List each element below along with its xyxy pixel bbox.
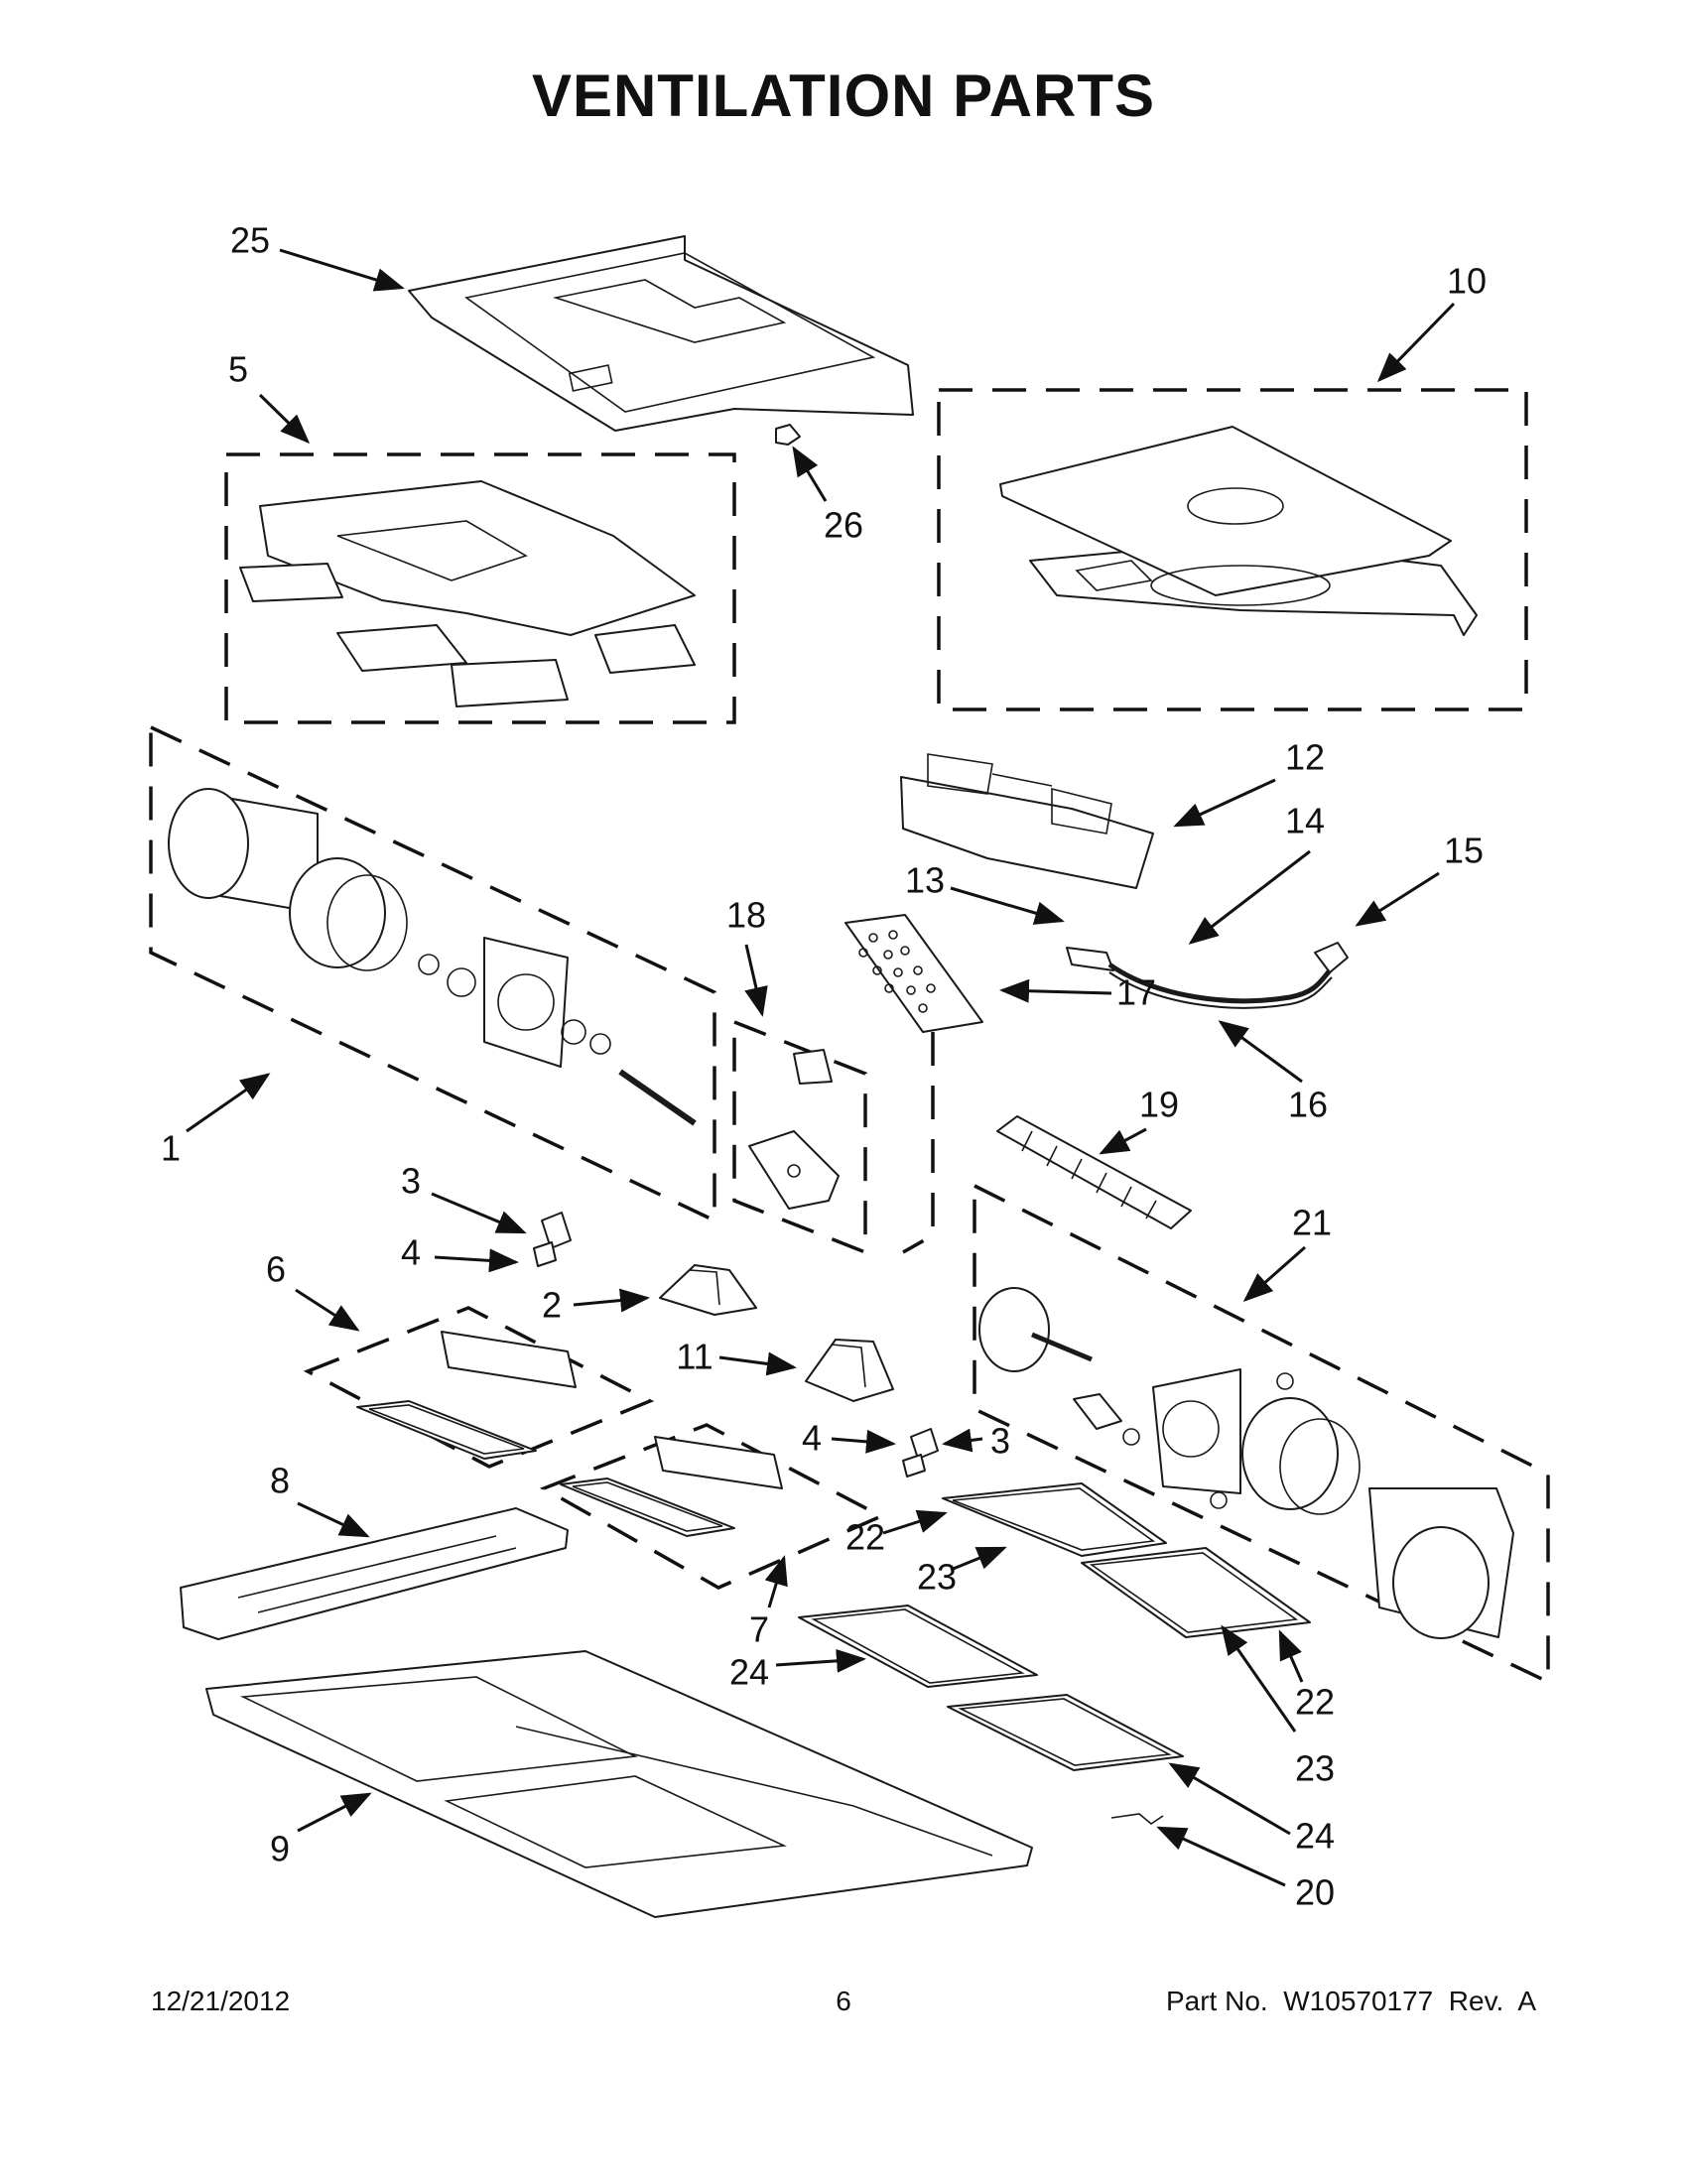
part-22-23-filter-lower [1081,1547,1311,1638]
callout-labels: 25 5 26 10 12 14 15 13 16 17 18 19 21 1 … [161,220,1487,1913]
group-10-outline [937,388,1528,711]
part-8-rail [180,1507,569,1640]
footer-date: 12/21/2012 [151,1986,291,2016]
callout-21: 21 [1292,1203,1332,1243]
callout-22-lower: 22 [1295,1682,1335,1723]
page-title: VENTILATION PARTS [531,63,1156,129]
group-21-outline [973,1183,1550,1685]
callout-4-left: 4 [401,1232,421,1273]
callout-24-lower: 24 [1295,1816,1335,1857]
part-26-clip [775,424,801,446]
callout-3-left: 3 [401,1161,421,1202]
group-7-outline [539,1423,886,1590]
callout-26: 26 [824,505,863,546]
callout-14: 14 [1285,801,1325,841]
part-25-top-plate [408,235,914,432]
callout-4-right: 4 [802,1418,822,1459]
part-20-clip [1110,1813,1164,1825]
callout-16: 16 [1288,1085,1328,1125]
callout-1: 1 [161,1128,181,1169]
callout-7: 7 [749,1609,769,1650]
group-19-bracket [902,1032,935,1254]
callout-22-upper: 22 [845,1517,885,1558]
part-22-23-filter-upper [942,1482,1167,1557]
callout-10: 10 [1447,261,1487,302]
part-3-4-roller-left [533,1212,572,1267]
callout-2: 2 [542,1285,562,1326]
part-21-motor-assembly [978,1287,1514,1639]
callout-8: 8 [270,1461,290,1501]
callout-11: 11 [676,1337,713,1377]
callout-18: 18 [726,895,766,936]
part-2-bracket [659,1264,757,1316]
part-7-filter-set [560,1436,783,1537]
callout-9: 9 [270,1829,290,1869]
callout-23-upper: 23 [917,1557,957,1598]
part-6-filter-set [356,1331,577,1460]
part-24-frame-lower [947,1694,1184,1771]
part-5-plate-and-pads [239,480,696,707]
part-11-bracket [805,1339,894,1402]
callout-20: 20 [1295,1872,1335,1913]
callout-5: 5 [228,349,248,390]
part-13-16-wiring [1066,942,1349,1009]
perforation-holes [858,930,936,1013]
callout-13: 13 [905,860,945,901]
part-12-bracket [900,753,1154,889]
callout-15: 15 [1444,831,1484,871]
part-3-4-roller-right [902,1428,939,1477]
callout-17: 17 [1116,972,1156,1013]
callout-24-upper: 24 [729,1652,769,1693]
part-24-frame-upper [798,1605,1038,1688]
part-9-bottom-tray [205,1650,1033,1918]
callout-3-right: 3 [990,1421,1010,1462]
part-10-damper-assembly [999,426,1478,636]
part-18-bracket [748,1049,840,1210]
footer-part-number: Part No. W10570177 Rev. A [1165,1986,1536,2016]
part-17-perforated-panel [844,914,983,1033]
callout-23-lower: 23 [1295,1748,1335,1789]
footer-page-number: 6 [836,1986,851,2016]
leader-arrows [186,248,1456,1887]
callout-6: 6 [266,1249,286,1290]
part-1-blower-left [168,788,697,1126]
callout-25: 25 [230,220,270,261]
callout-19: 19 [1139,1085,1179,1125]
callout-12: 12 [1285,737,1325,778]
part-19-coil [996,1115,1192,1229]
group-5-outline [224,452,736,724]
